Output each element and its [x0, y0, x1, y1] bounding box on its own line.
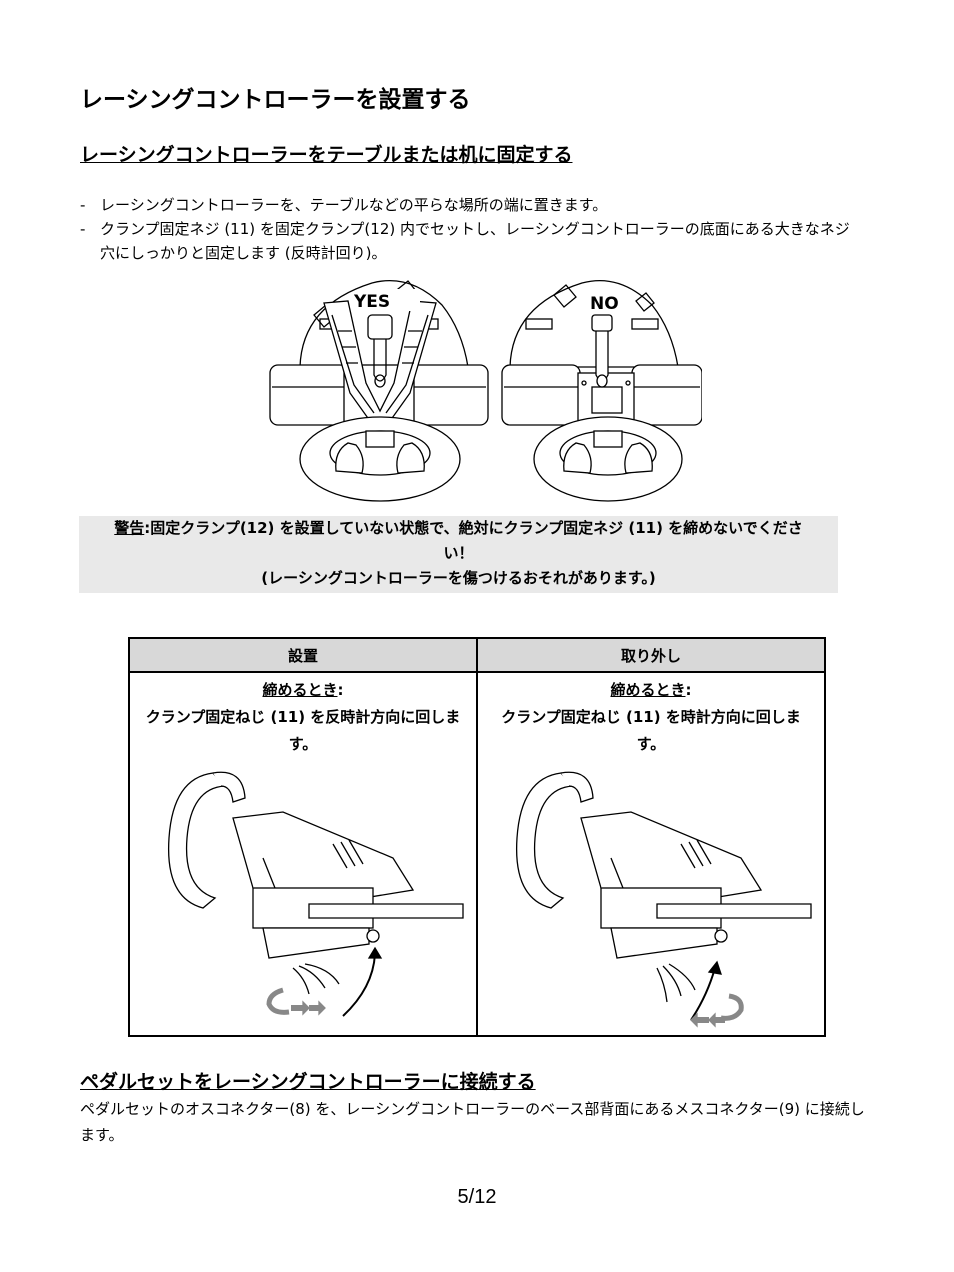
instruction-list: - レーシングコントローラーを、テーブルなどの平らな場所の端に置きます。 - ク… — [80, 193, 860, 265]
install-colon: : — [337, 681, 344, 699]
bullet-dash: - — [80, 220, 86, 238]
warning-box: 警告:固定クランプ(12) を設置していない状態で、絶対にクランプ固定ネジ (1… — [79, 516, 838, 593]
install-instruction: 締めるとき: クランプ固定ねじ (11) を反時計方向に回します。 — [130, 673, 476, 758]
page-number: 5/12 — [457, 1186, 497, 1208]
remove-illustration — [515, 771, 812, 1028]
remove-cell: 締めるとき: クランプ固定ねじ (11) を時計方向に回します。 — [476, 671, 826, 1037]
no-controller-illustration: NO — [501, 279, 702, 502]
install-remove-table: 設置 取り外し 締めるとき: クランプ固定ねじ (11) を反時計方向に回します… — [128, 637, 826, 1037]
install-text: クランプ固定ねじ (11) を反時計方向に回します。 — [145, 708, 461, 753]
yes-controller-illustration: YES — [269, 279, 489, 502]
column-header-install: 設置 — [128, 637, 478, 673]
list-item: - クランプ固定ネジ (11) を固定クランプ(12) 内でセットし、レーシング… — [80, 217, 860, 265]
install-illustration — [167, 771, 464, 1017]
remove-text: クランプ固定ねじ (11) を時計方向に回します。 — [501, 708, 801, 753]
clamp-yes-no-illustration: YES NO — [269, 279, 702, 502]
install-cell: 締めるとき: クランプ固定ねじ (11) を反時計方向に回します。 — [128, 671, 478, 1037]
remove-heading: 締めるとき — [610, 681, 686, 699]
page-title: レーシングコントローラーを設置する — [80, 87, 471, 113]
no-label: NO — [590, 294, 619, 314]
list-item-text: レーシングコントローラーを、テーブルなどの平らな場所の端に置きます。 — [100, 196, 608, 214]
warning-message: :固定クランプ(12) を設置していない状態で、絶対にクランプ固定ネジ (11)… — [144, 519, 803, 562]
yes-label: YES — [353, 292, 390, 312]
pedal-instruction: ペダルセットのオスコネクター(8) を、レーシングコントローラーのベース部背面に… — [80, 1100, 865, 1144]
remove-colon: : — [685, 681, 692, 699]
list-item: - レーシングコントローラーを、テーブルなどの平らな場所の端に置きます。 — [80, 193, 860, 217]
remove-instruction: 締めるとき: クランプ固定ねじ (11) を時計方向に回します。 — [478, 673, 824, 758]
bullet-dash: - — [80, 196, 86, 214]
column-header-remove: 取り外し — [476, 637, 826, 673]
section-heading-fix: レーシングコントローラーをテーブルまたは机に固定する — [80, 144, 573, 166]
install-heading: 締めるとき — [262, 681, 338, 699]
warning-text: 警告:固定クランプ(12) を設置していない状態で、絶対にクランプ固定ネジ (1… — [79, 516, 838, 566]
warning-note: (レーシングコントローラーを傷つけるおそれがあります。) — [261, 569, 656, 587]
list-item-text: クランプ固定ネジ (11) を固定クランプ(12) 内でセットし、レーシングコン… — [100, 220, 850, 262]
warning-label: 警告 — [114, 519, 145, 537]
section-heading-pedal: ペダルセットをレーシングコントローラーに接続する — [80, 1071, 536, 1093]
